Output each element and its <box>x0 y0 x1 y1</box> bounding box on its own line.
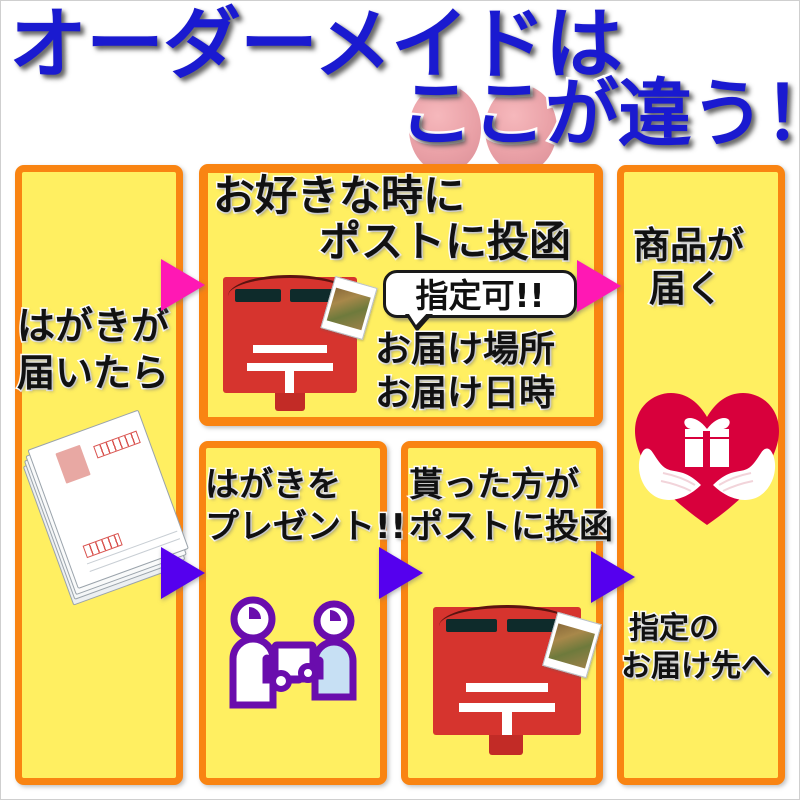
postcard-zipcode-boxes-top <box>93 430 141 459</box>
person-left-hand <box>270 670 292 692</box>
postcard-zipcode-boxes-bottom <box>82 532 123 559</box>
mailbox-top-curve <box>228 275 352 296</box>
gift-exchange-svg <box>229 596 357 709</box>
postcard-photo <box>326 287 371 331</box>
panel-right-text-line-2: 届く <box>648 267 725 310</box>
mailbox-postal-mark-bar-top <box>253 345 327 353</box>
mailbox-top-curve <box>438 605 576 626</box>
mailbox-icon <box>433 589 602 757</box>
mailbox-slot-right <box>290 289 336 302</box>
person-left-hair <box>249 607 261 619</box>
panel-mail-text-line-4: お届け日時 <box>373 373 556 415</box>
arrow-present-to-drop <box>379 547 423 599</box>
panel-mail-text-line-1: お好きな時に <box>211 171 466 220</box>
title-highlight-blob-2 <box>485 85 557 173</box>
arrow-mail-to-delivered <box>577 260 621 312</box>
person-right-hand <box>298 663 318 683</box>
panel-mail-text-line-3: お届け場所 <box>373 329 556 371</box>
heart-hands-gift-svg <box>635 393 779 525</box>
mailbox-leg <box>275 393 305 411</box>
person-right-hair <box>330 610 341 621</box>
arrow-left-to-mail <box>161 259 205 311</box>
panel-gift-postcard <box>199 441 387 785</box>
heart-hands-gift-icon <box>633 389 781 529</box>
mailbox-postal-mark-stem <box>285 363 294 401</box>
panel-drop-text-line-1: 貰った方が <box>408 465 581 505</box>
speech-bubble-shitei-ka: 指定可!! <box>383 270 577 318</box>
hand-left-finger-line-2 <box>660 480 692 492</box>
gift-ribbon-bow-left <box>684 418 707 430</box>
title-area: オーダーメイドは ここが違う！ <box>1 0 800 173</box>
panel-left-text-line-2: 届いたら <box>15 351 170 395</box>
hand-right-finger-line-1 <box>718 472 752 486</box>
postcard-photo <box>548 623 595 669</box>
arrow-left-to-present <box>161 547 205 599</box>
hand-right-finger-line-2 <box>722 480 754 492</box>
mailbox-postal-mark-bar-top <box>466 683 548 692</box>
panel-mail-text-line-2: ポストに投函 <box>317 217 572 266</box>
mailbox-icon <box>223 259 378 411</box>
postcard-stamp-icon <box>55 444 91 484</box>
speech-bubble-label: 指定可!! <box>415 276 545 315</box>
speech-bubble-tail-inner <box>407 311 429 325</box>
mailbox-leg <box>489 735 523 755</box>
gift-box-ribbon-vertical <box>703 431 710 467</box>
panel-drop-text-line-2: ポストに投函 <box>408 507 615 547</box>
panel-right-text-line-1: 商品が <box>632 224 746 267</box>
panel-left-text-line-1: はがきが <box>15 304 170 348</box>
panel-present-text-line-2: プレゼント!! <box>203 507 407 547</box>
panel-right-text-line-4: お届け先へ <box>620 649 773 685</box>
mailbox-slot-right <box>507 619 558 632</box>
mailbox-slot-left <box>446 619 497 632</box>
gift-exchange-icon <box>223 593 363 713</box>
mailbox-slot-left <box>235 289 281 302</box>
panel-present-text-line-1: はがきを <box>204 465 343 505</box>
title-highlight-blob-1 <box>409 85 481 173</box>
page-title-line-1: オーダーメイドは <box>7 0 626 90</box>
panel-right-text-line-3: 指定の <box>628 611 721 647</box>
hand-left-finger-line-1 <box>662 472 696 486</box>
page-title-line-2: ここが違う！ <box>397 71 800 157</box>
mailbox-postal-mark-stem <box>502 703 512 745</box>
gift-ribbon-bow-right <box>707 418 730 430</box>
arrow-drop-to-delivered <box>591 551 635 603</box>
